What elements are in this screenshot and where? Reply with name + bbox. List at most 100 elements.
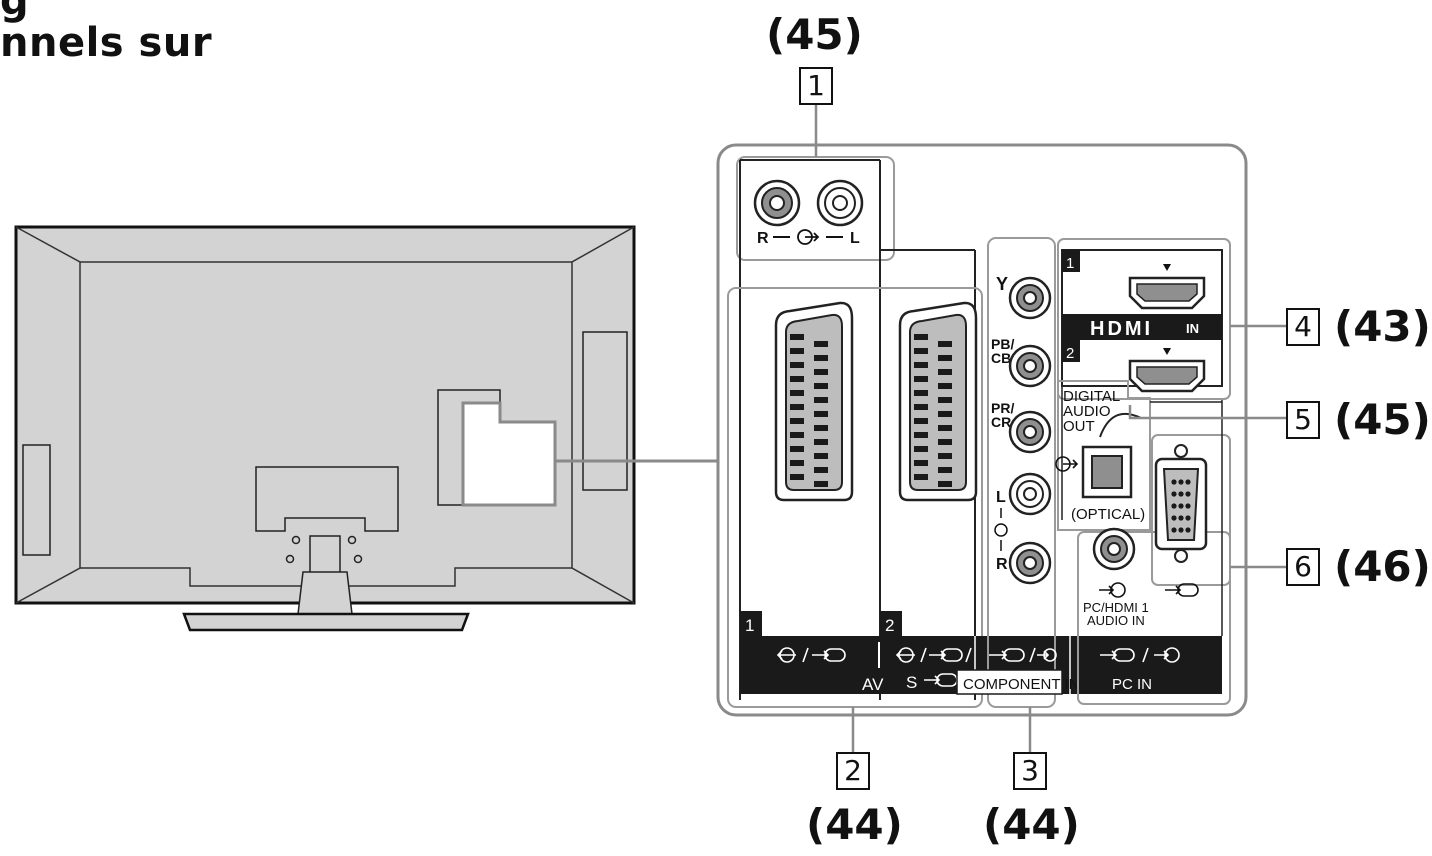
scart-pin	[790, 418, 804, 424]
audio-input-icon	[994, 523, 1008, 537]
vga-pin	[1185, 515, 1191, 521]
hdmi-logo-bar	[1062, 314, 1222, 340]
optical-port	[1081, 445, 1133, 499]
hdmi-1-indicator	[1163, 264, 1171, 271]
callout-5-page: (45)	[1334, 395, 1431, 444]
callout-2-page: (44)	[806, 800, 903, 849]
scart-pin	[938, 355, 952, 361]
rca-jack-component-l	[1008, 472, 1052, 516]
pc-audio-label-line-2: AUDIO IN	[1087, 613, 1145, 628]
scart-pin	[790, 432, 804, 438]
pc-audio-label-line-1: PC/HDMI 1	[1083, 600, 1149, 615]
optical-label: (OPTICAL)	[1071, 506, 1145, 523]
scart-pin	[814, 481, 828, 487]
pc-input-icon	[1100, 647, 1180, 663]
vga-pin	[1171, 479, 1177, 485]
component-cr-label: CR	[991, 414, 1011, 430]
av-in-out-icon	[776, 647, 846, 663]
tv-bevel-right	[571, 226, 635, 604]
component-y-label: Y	[996, 274, 1008, 294]
rca-jack-component-r	[1008, 541, 1052, 585]
digital-audio-line-2: AUDIO	[1063, 403, 1111, 420]
callout-1-page: (45)	[766, 10, 863, 59]
scart-pin	[790, 362, 804, 368]
scart-pin	[938, 341, 952, 347]
hdmi-1-tab	[1062, 250, 1080, 272]
hdmi-1-number: 1	[1066, 255, 1074, 272]
callout-6-page: (46)	[1334, 542, 1431, 591]
group-frame-digital-audio	[1057, 380, 1151, 531]
heading-line-2: nnels sur	[0, 20, 213, 66]
scart-pin	[914, 376, 928, 382]
scart-1-number: 1	[745, 616, 754, 635]
scart-pin	[790, 460, 804, 466]
callout-2-box: 2	[836, 752, 870, 790]
screw-hole	[353, 554, 363, 564]
hdmi-2-indicator	[1163, 348, 1171, 355]
scart-pin	[914, 362, 928, 368]
scart-pin	[914, 418, 928, 424]
vga-pins	[1171, 479, 1191, 533]
scart-2-number: 2	[885, 616, 894, 635]
screw-hole	[347, 535, 357, 545]
pc-video-input-icon	[1165, 583, 1199, 597]
callout-3-page: (44)	[983, 800, 1080, 849]
scart-pin	[914, 460, 928, 466]
callout-3-box: 3	[1013, 752, 1047, 790]
component-cb-label: CB	[991, 350, 1011, 366]
vga-pin	[1171, 503, 1177, 509]
rca-jack-component-pr	[1008, 410, 1052, 454]
scart-pin	[938, 439, 952, 445]
hdmi-port-1	[1128, 276, 1206, 310]
component-l-label: L	[996, 489, 1006, 506]
scart-pin	[938, 369, 952, 375]
label-audio-r: R	[757, 230, 769, 247]
rca-jack-audio-r	[753, 179, 801, 227]
rca-jack-audio-l	[816, 179, 864, 227]
vga-pin	[1185, 491, 1191, 497]
scart-pins	[790, 334, 952, 487]
hdmi-2-tab	[1062, 340, 1080, 362]
digital-audio-line-3: OUT	[1063, 418, 1095, 435]
audio-output-icon	[797, 229, 820, 245]
scart-pin	[790, 474, 804, 480]
scart-pin	[914, 404, 928, 410]
scart-pin	[938, 383, 952, 389]
scart-pin	[914, 334, 928, 340]
scart-pin	[914, 348, 928, 354]
component-in-label: COMPONENT IN	[963, 676, 1079, 693]
tv-connector-panel-highlight	[461, 401, 557, 507]
rca-jack-component-y	[1008, 276, 1052, 320]
optical-cover-flap	[1099, 412, 1142, 438]
svideo-label: S	[906, 673, 917, 692]
tv-rear-view	[14, 225, 718, 632]
tv-stand-mount	[255, 466, 399, 532]
component-pr-label: PR/	[991, 400, 1014, 416]
scart-pin	[938, 453, 952, 459]
vga-pin	[1178, 515, 1184, 521]
tv-bevel-left	[15, 226, 81, 604]
pc-audio-input-icon	[1099, 582, 1126, 598]
scart-pin	[938, 481, 952, 487]
callout-leaders	[814, 103, 1286, 752]
hdmi-logo: HDMI	[1090, 318, 1153, 340]
scart-pin	[938, 425, 952, 431]
vga-pin	[1178, 503, 1184, 509]
scart-pin	[790, 334, 804, 340]
tv-stand-column	[297, 571, 353, 615]
scart-pin	[814, 467, 828, 473]
component-pb-label: PB/	[991, 336, 1014, 352]
group-frame-component	[987, 237, 1056, 708]
vga-pin	[1185, 503, 1191, 509]
scart-1-number-tab	[740, 611, 762, 636]
label-audio-l: L	[850, 230, 860, 247]
callout-4-box: 4	[1286, 308, 1320, 346]
scart-2-number-tab	[880, 611, 902, 636]
hdmi-2-number: 2	[1066, 345, 1074, 362]
hdmi-in-label: IN	[1186, 321, 1199, 336]
scart-pin	[914, 446, 928, 452]
connector-panel: R L 1 2	[716, 143, 1248, 717]
scart-pin	[790, 390, 804, 396]
group-frame-scart	[727, 287, 983, 708]
